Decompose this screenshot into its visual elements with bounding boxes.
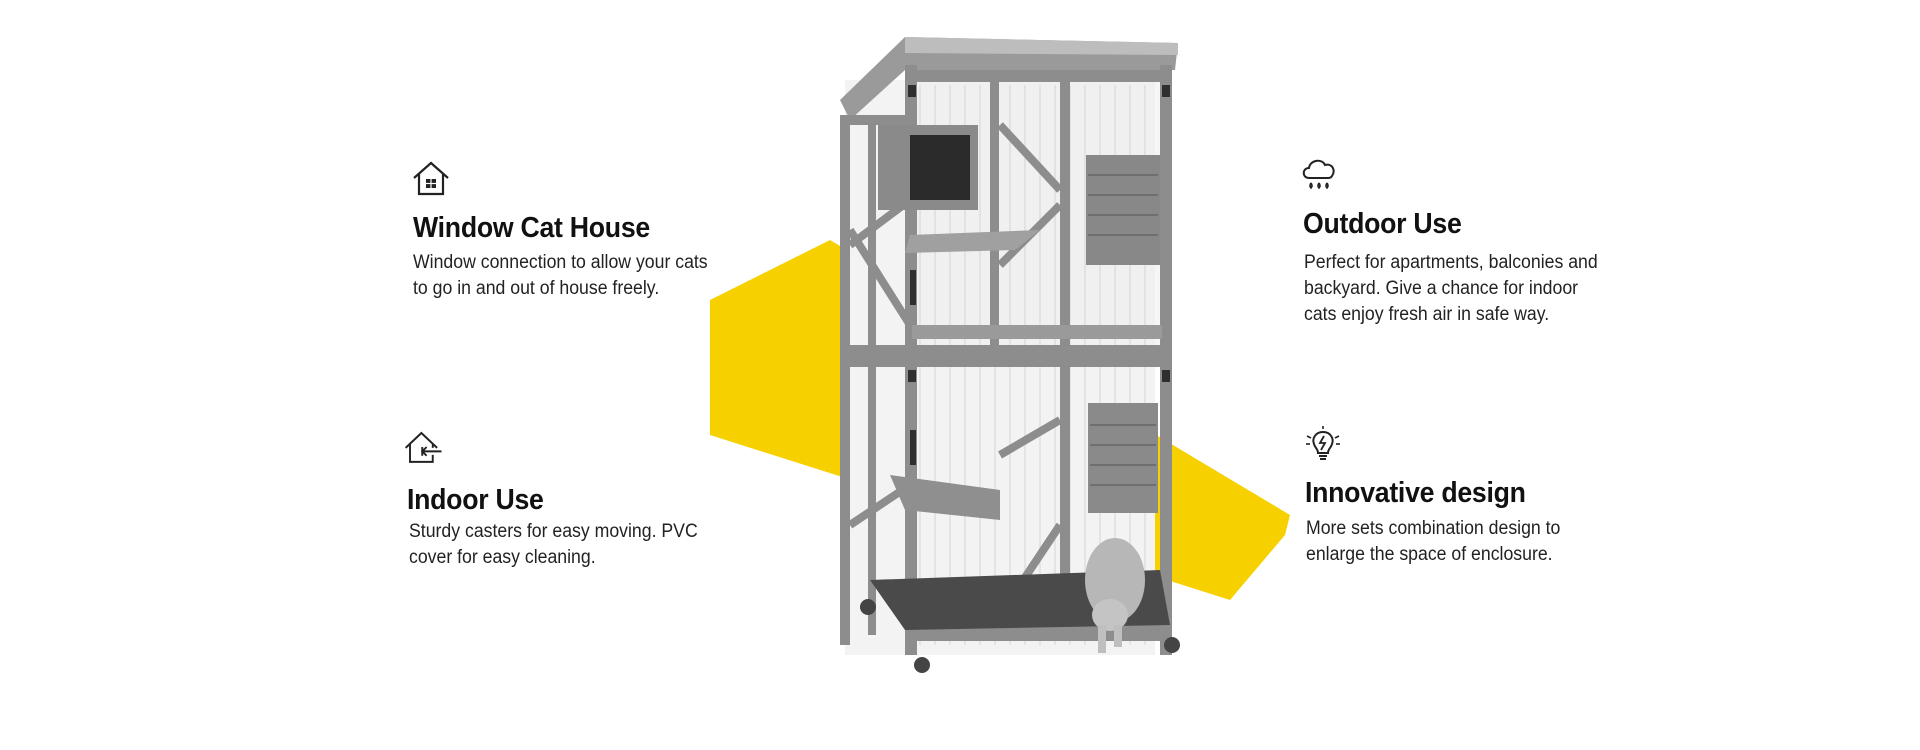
feature-description: Sturdy casters for easy moving. PVC cove… [409,521,698,568]
shelf-lower [890,475,1000,520]
roof [840,37,1178,120]
house-window-icon [413,161,449,196]
caster-wheels [860,599,1180,673]
cat-figure [1085,538,1145,653]
feature-description: Window connection to allow your cats to … [413,252,708,299]
feature-title: Innovative design [1305,477,1526,509]
shelf-upper [905,230,1040,253]
feature-title: Window Cat House [413,212,650,244]
product-image [710,37,1290,673]
cloud-rain-icon [1302,159,1335,190]
feature-description: More sets combination design to enlarge … [1306,518,1561,565]
house-enter-icon [404,431,442,463]
feature-title: Indoor Use [407,484,544,516]
feature-title: Outdoor Use [1303,208,1462,240]
feature-description: Perfect for apartments, balconies and ba… [1304,252,1598,325]
cat-flap-lower [1088,403,1158,513]
cat-flap-upper [1086,155,1160,265]
lightbulb-icon [1306,426,1340,460]
